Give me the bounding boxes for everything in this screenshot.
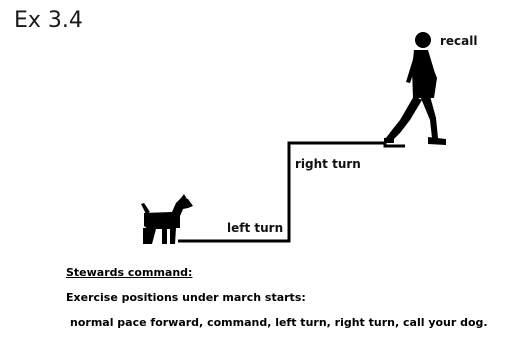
route-path bbox=[178, 141, 405, 243]
stewards-notes: Stewards command: Exercise positions und… bbox=[66, 266, 488, 341]
recall-label: recall bbox=[440, 34, 478, 48]
left-turn-label: left turn bbox=[227, 221, 284, 235]
dog-icon bbox=[141, 194, 193, 244]
exercise-title: Ex 3.4 bbox=[14, 8, 83, 33]
notes-line-sequence: normal pace forward, command, left turn,… bbox=[70, 316, 488, 329]
notes-heading: Stewards command: bbox=[66, 266, 193, 279]
right-turn-label: right turn bbox=[295, 157, 361, 171]
notes-line-positions: Exercise positions under march starts: bbox=[66, 291, 306, 304]
person-icon bbox=[384, 32, 446, 145]
